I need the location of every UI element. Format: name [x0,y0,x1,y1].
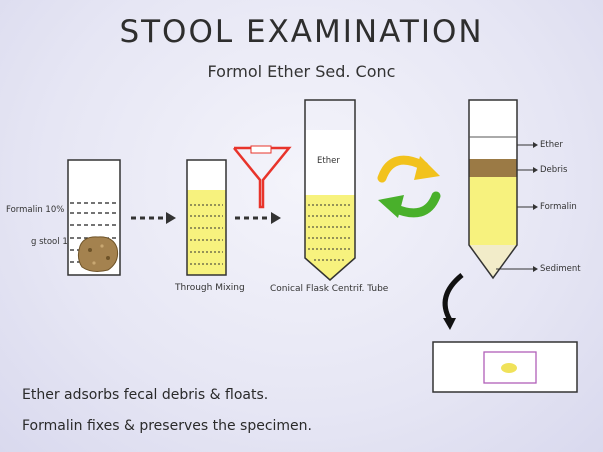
label-formalin-layer: Formalin [540,202,577,212]
caption-centrifuge-tube: Conical Flask Centrif. Tube [270,284,389,294]
dashed-arrow-icon [235,212,281,224]
note-ether: Ether adsorbs fecal debris & floats. [22,387,269,403]
curved-arrow-icon [442,273,464,330]
stool-sample-icon [77,236,119,272]
caption-mixing: Through Mixing [175,283,245,293]
beaker-formalin-stool [67,159,121,276]
dashed-arrow-icon [131,212,176,224]
microscope-slide [432,341,578,393]
label-ether: Ether [540,140,563,150]
label-ether-tube: Ether [317,156,340,166]
label-debris: Debris [540,165,568,175]
label-formalin: Formalin 10% [6,205,65,215]
result-tube [468,99,538,280]
label-sediment: Sediment [540,264,581,274]
label-stool: g stool 1 [31,237,68,247]
note-formalin: Formalin fixes & preserves the specimen. [22,418,312,434]
funnel-icon [233,145,292,209]
conical-centrifuge-tube [304,99,356,281]
cycle-arrows-icon [377,155,441,218]
page-subtitle: Formol Ether Sed. Conc [207,62,396,81]
beaker-mixed [186,159,227,276]
page-title: STOOL EXAMINATION [119,14,484,50]
